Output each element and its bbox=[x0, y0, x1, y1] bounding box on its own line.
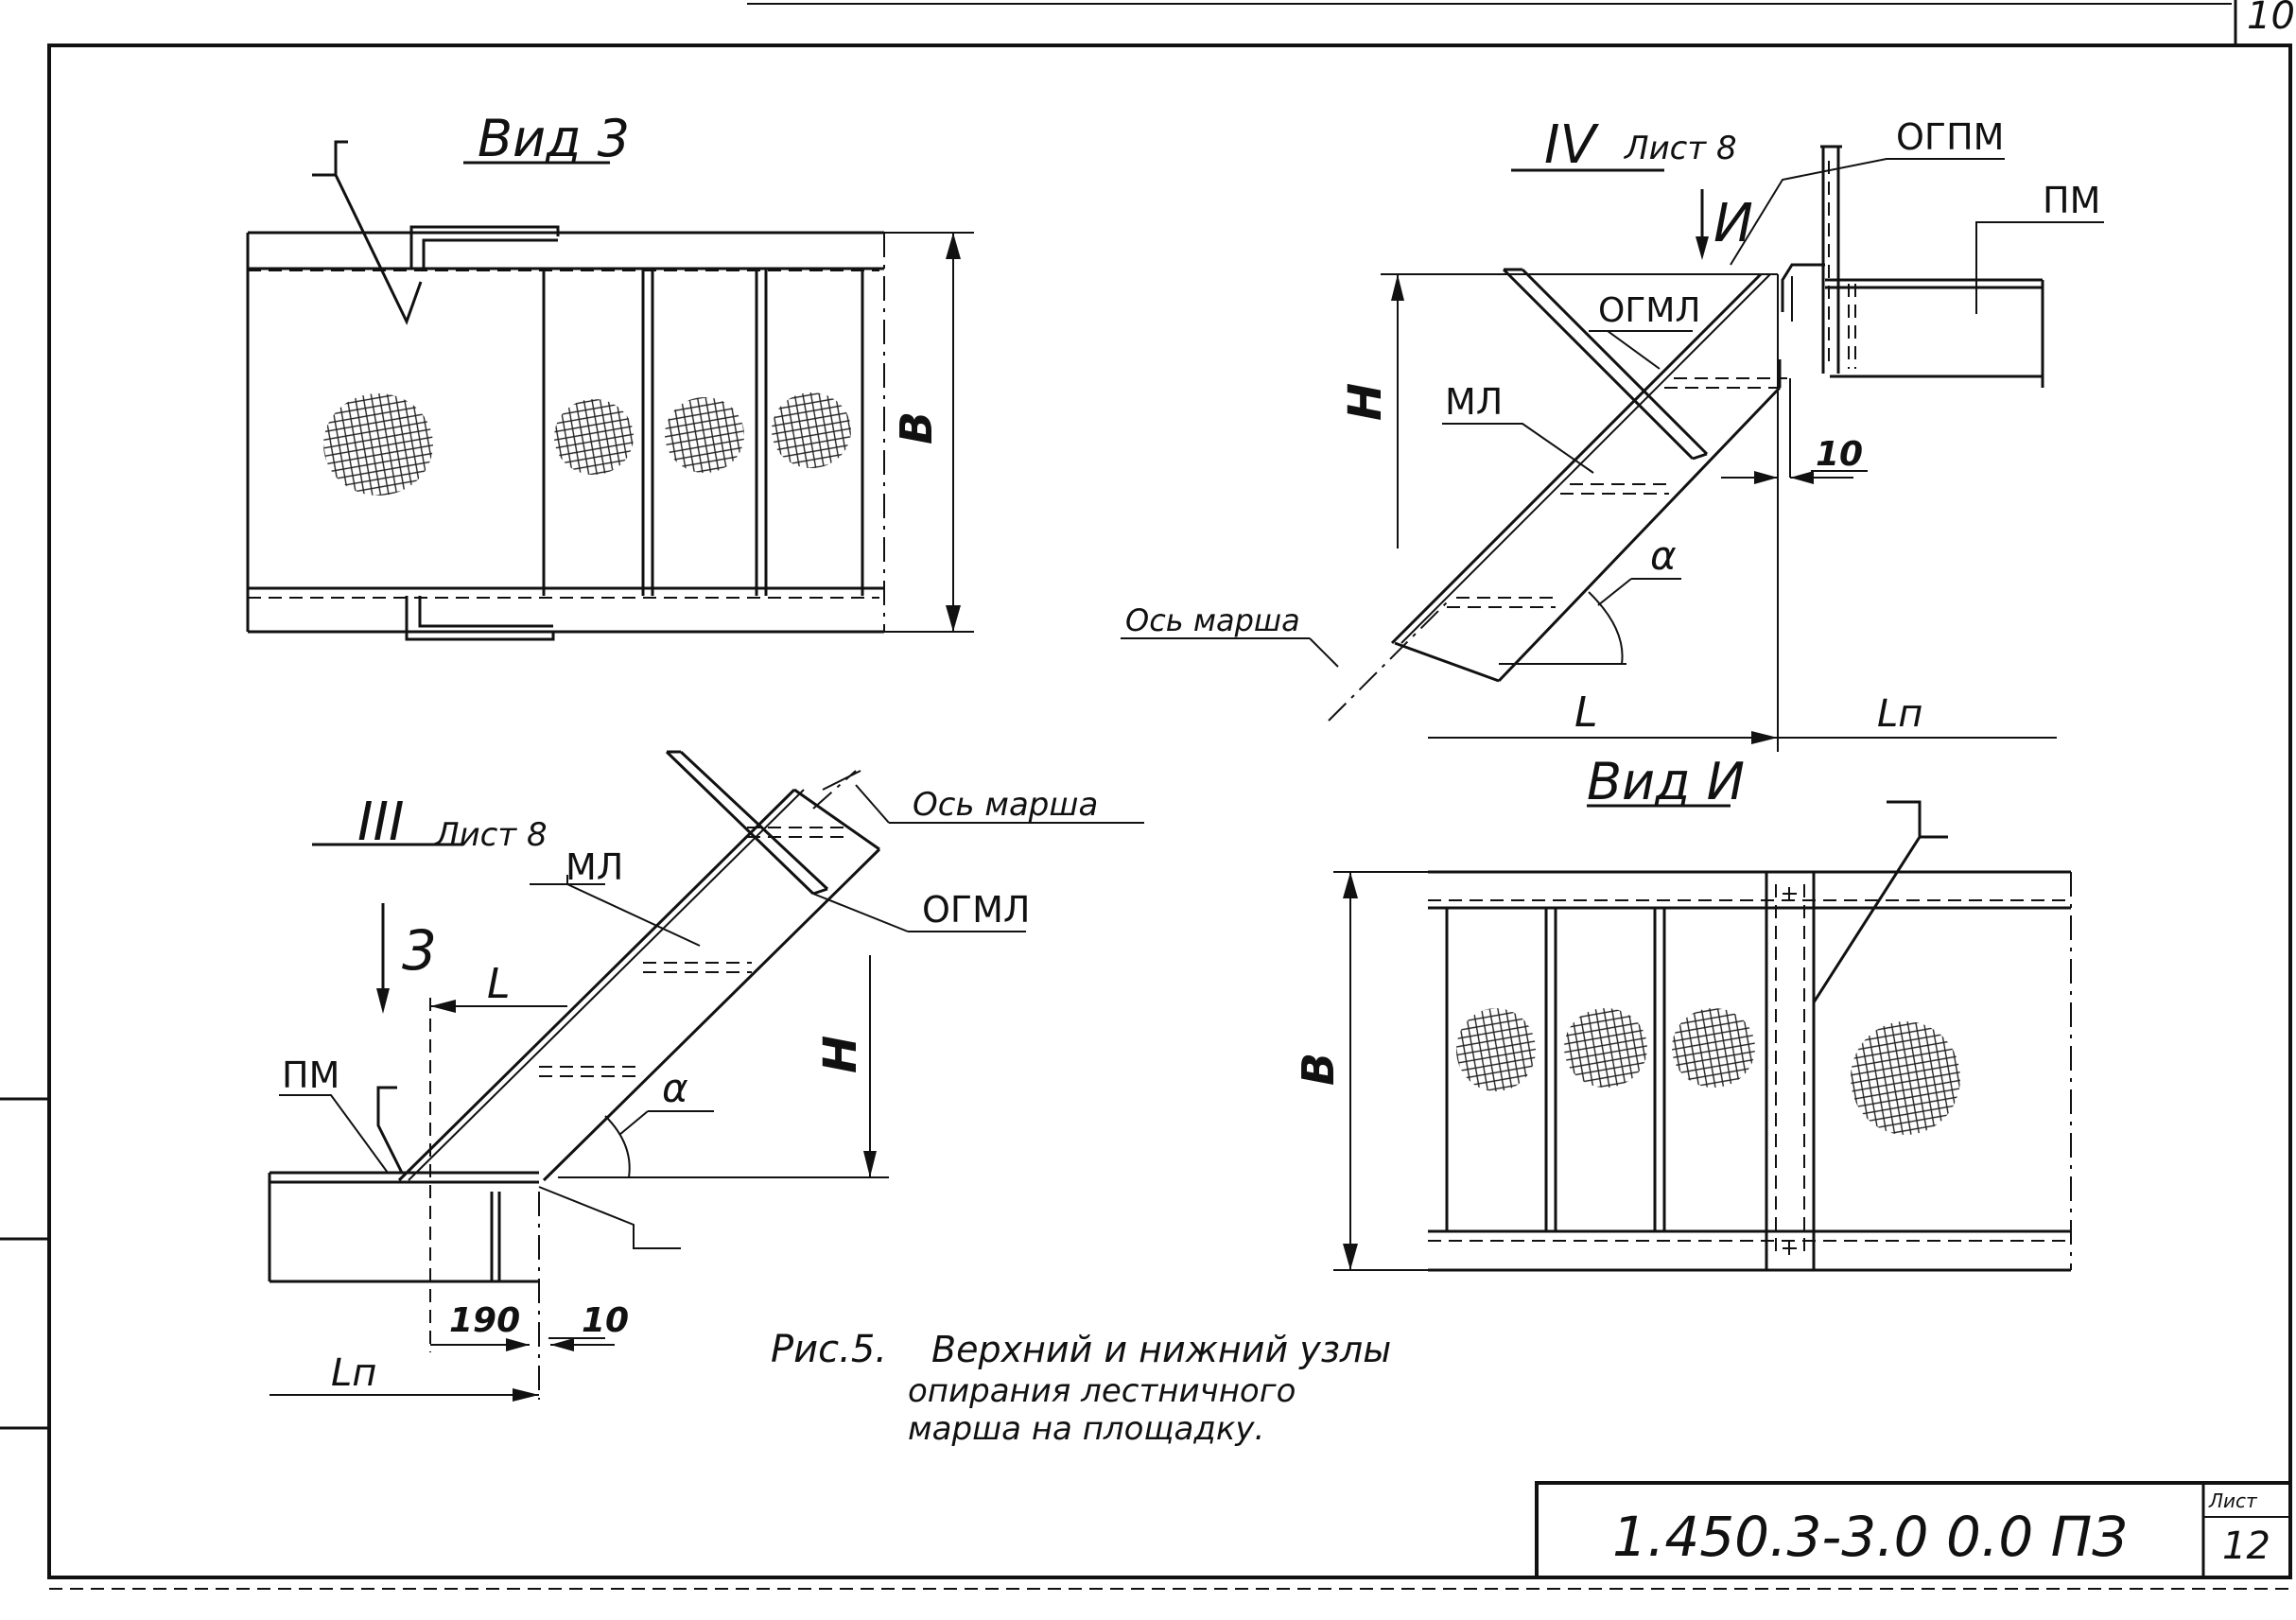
node-iii-dim-10: 10 bbox=[582, 1301, 629, 1340]
caption-label: Рис.5. bbox=[771, 1328, 887, 1371]
node-iv-dim-ln: Lп bbox=[1877, 692, 1922, 736]
drawing-designation: 1.450.3-3.0 0.0 ПЗ bbox=[1612, 1505, 2127, 1569]
node-iii-dim-190: 190 bbox=[449, 1301, 520, 1340]
view-i-dim-b: В bbox=[1293, 1053, 1344, 1086]
node-iv-angle: α bbox=[1650, 532, 1677, 579]
node-iii-label-ogml: ОГМЛ bbox=[922, 889, 1030, 931]
view-i-drawing bbox=[1333, 800, 2072, 1272]
node-iv-dim-l: L bbox=[1574, 688, 1598, 737]
node-iii-axis-label: Ось марша bbox=[913, 786, 1098, 824]
list-label: Лист bbox=[2208, 1489, 2258, 1512]
node-iii-dim-ln: Lп bbox=[331, 1351, 376, 1395]
caption-line-1: Верхний и нижний узлы bbox=[931, 1329, 1391, 1370]
node-iv-ref: Лист 8 bbox=[1623, 130, 1737, 167]
node-iii-ref: Лист 8 bbox=[433, 816, 548, 854]
node-iii-numeral: III bbox=[357, 792, 405, 853]
node-iv-dim-10: 10 bbox=[1816, 435, 1863, 474]
node-iv-label-ml: МЛ bbox=[1445, 381, 1503, 423]
node-iv-view-mark: И bbox=[1713, 193, 1753, 254]
view-z-title: Вид 3 bbox=[478, 109, 630, 168]
view-i-title: Вид И bbox=[1587, 752, 1745, 811]
caption-line-2: опирания лестничного bbox=[908, 1372, 1296, 1410]
node-iii-angle: α bbox=[662, 1065, 688, 1111]
view-z-drawing bbox=[246, 140, 974, 641]
sheet-frame bbox=[0, 0, 2292, 1590]
node-iv-label-ogpm: ОГПМ bbox=[1896, 116, 2004, 158]
title-block bbox=[1535, 1481, 2290, 1577]
node-iii-dim-h: Н bbox=[814, 1036, 867, 1073]
node-iii-drawing bbox=[268, 750, 1144, 1402]
node-iii-label-ml: МЛ bbox=[565, 846, 623, 888]
node-iv-numeral: IV bbox=[1544, 114, 1600, 176]
list-number: 12 bbox=[2222, 1524, 2270, 1568]
node-iv-drawing bbox=[1121, 145, 2104, 752]
caption-line-3: марша на площадку. bbox=[908, 1410, 1264, 1448]
corner-sheet-number: 10 bbox=[2247, 0, 2295, 38]
node-iv-label-pm: ПМ bbox=[2043, 180, 2100, 221]
node-iii-view-mark: 3 bbox=[402, 918, 437, 983]
node-iv-axis-label: Ось марша bbox=[1125, 602, 1300, 638]
node-iv-dim-h: Н bbox=[1339, 383, 1392, 421]
node-iii-dim-l: L bbox=[487, 960, 511, 1008]
node-iii-label-pm: ПМ bbox=[282, 1054, 339, 1096]
view-z-dim-b: В bbox=[891, 411, 942, 444]
node-iv-label-ogml: ОГМЛ bbox=[1598, 291, 1700, 330]
